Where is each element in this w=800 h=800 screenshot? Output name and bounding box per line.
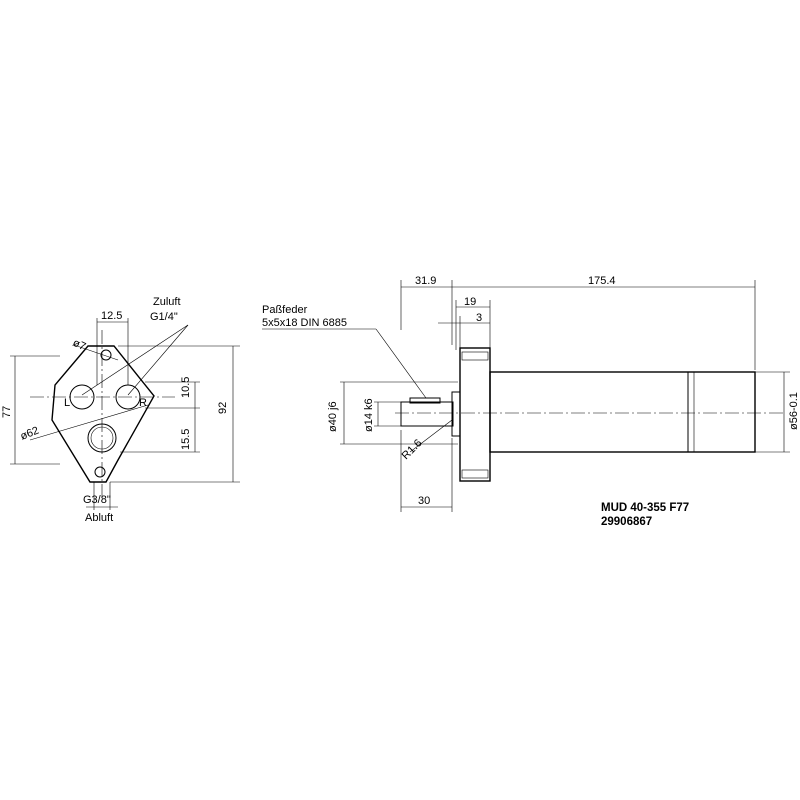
flange-outline [51, 345, 155, 483]
outlet-label: Abluft [85, 512, 113, 524]
dim-dia14: ø14 k6 [363, 398, 375, 432]
dim-dia56: ø56-0.1 [788, 392, 800, 430]
mount-hole-bottom [94, 466, 106, 478]
dim-92: 92 [217, 402, 229, 414]
inlet-label: Zuluft [153, 296, 181, 308]
port-R-label: R [139, 397, 147, 409]
key-spec: 5x5x18 DIN 6885 [262, 317, 347, 329]
front-view: 12.5 ø7 Zuluft G1/4" 77 ø62 10.5 15.5 92… [1, 296, 240, 524]
inlet-thread: G1/4" [150, 311, 178, 323]
dim-175-4: 175.4 [588, 275, 616, 287]
motor-body [489, 371, 756, 453]
dim-R1-6: R1.6 [400, 437, 425, 462]
mount-hole-top [100, 349, 112, 361]
dim-77: 77 [1, 406, 13, 418]
dim-10-5: 10.5 [180, 377, 192, 398]
output-shaft [400, 401, 454, 427]
port-L-label: L [64, 397, 70, 409]
dim-dia7: ø7 [71, 337, 88, 353]
dim-30: 30 [418, 495, 430, 507]
dim-3: 3 [476, 312, 482, 324]
model-label: MUD 40-355 F77 [601, 502, 689, 514]
title-block: MUD 40-355 F77 29906867 [601, 502, 689, 528]
key-label: Paßfeder [262, 304, 308, 316]
side-view: 31.9 175.4 19 3 Paßfeder 5x5x18 DIN 6885… [262, 275, 800, 512]
dim-dia62: ø62 [19, 425, 41, 443]
shaft-key [409, 397, 441, 404]
dim-12-5: 12.5 [101, 310, 122, 322]
dim-31-9: 31.9 [415, 275, 436, 287]
dim-19: 19 [464, 296, 476, 308]
outlet-thread: G3/8" [83, 494, 111, 506]
dim-dia40: ø40 j6 [327, 401, 339, 432]
part-number: 29906867 [601, 516, 652, 528]
dim-15-5: 15.5 [180, 429, 192, 450]
flange-side [459, 347, 491, 482]
